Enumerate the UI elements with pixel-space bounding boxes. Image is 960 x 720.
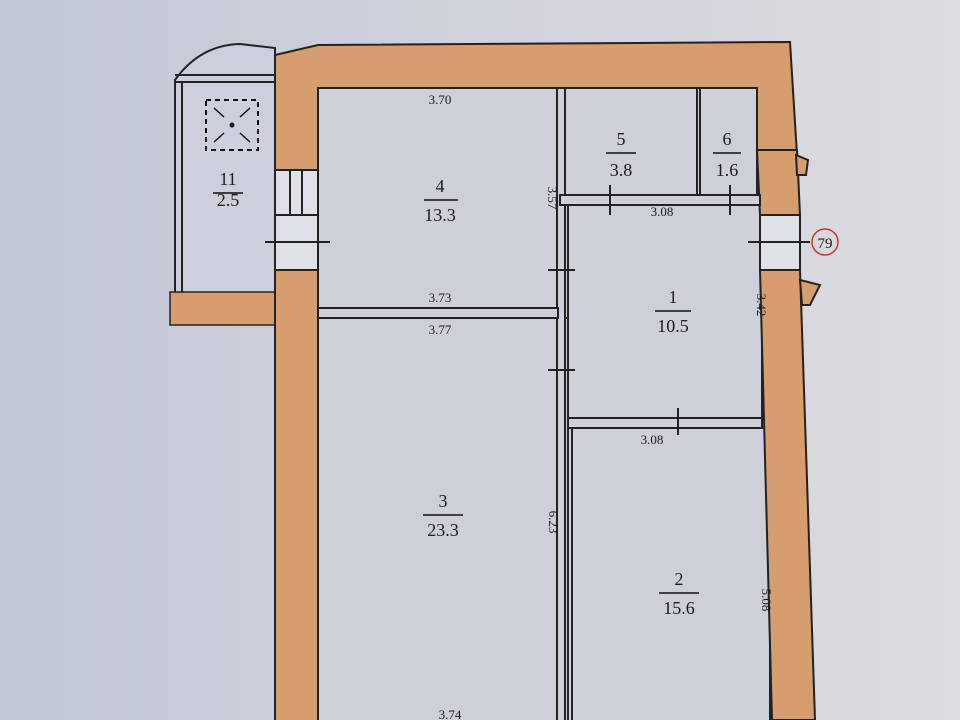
room-5-label: 5 3.8: [606, 129, 636, 180]
svg-text:3.73: 3.73: [429, 290, 452, 305]
svg-text:3.08: 3.08: [641, 432, 664, 447]
section-marker: 79: [811, 228, 839, 256]
svg-text:3: 3: [439, 491, 448, 511]
svg-text:3.08: 3.08: [651, 204, 674, 219]
svg-text:3.74: 3.74: [439, 707, 462, 720]
svg-text:3.70: 3.70: [429, 92, 452, 107]
svg-text:2.5: 2.5: [217, 190, 240, 210]
svg-text:23.3: 23.3: [427, 520, 459, 540]
svg-text:1: 1: [669, 287, 678, 307]
svg-text:6: 6: [723, 129, 732, 149]
window-right: [748, 214, 810, 271]
svg-text:11: 11: [219, 169, 236, 189]
svg-text:3.8: 3.8: [610, 160, 633, 180]
room-4-label: 4 13.3: [424, 176, 458, 225]
svg-text:3.77: 3.77: [429, 322, 452, 337]
svg-text:5: 5: [617, 129, 626, 149]
room-floors: [317, 87, 771, 720]
room-6-label: 6 1.6: [713, 129, 741, 180]
balcony: [169, 42, 281, 326]
room-3-label: 3 23.3: [423, 491, 463, 540]
svg-text:10.5: 10.5: [657, 316, 689, 336]
balcony-wall: [169, 291, 281, 326]
dimensions: 3.70 3.73 3.77 3.08 3.08 3.74 3.57 6.23 …: [429, 92, 774, 720]
walls: [274, 40, 822, 720]
partitions: [317, 87, 763, 720]
svg-text:2: 2: [675, 569, 684, 589]
svg-text:1.6: 1.6: [716, 160, 739, 180]
svg-text:3.57: 3.57: [545, 187, 560, 210]
ventilation-icon: [205, 99, 259, 151]
room-2-label: 2 15.6: [659, 569, 699, 618]
svg-text:3.42: 3.42: [754, 294, 769, 317]
svg-text:79: 79: [818, 236, 833, 252]
svg-text:13.3: 13.3: [424, 205, 456, 225]
svg-text:5.08: 5.08: [759, 589, 774, 612]
balcony-label: 11 2.5: [213, 169, 243, 210]
svg-text:4: 4: [436, 176, 445, 196]
svg-text:6.23: 6.23: [546, 511, 561, 534]
room-1-label: 1 10.5: [655, 287, 691, 336]
window-left: [265, 169, 330, 271]
svg-text:15.6: 15.6: [663, 598, 695, 618]
